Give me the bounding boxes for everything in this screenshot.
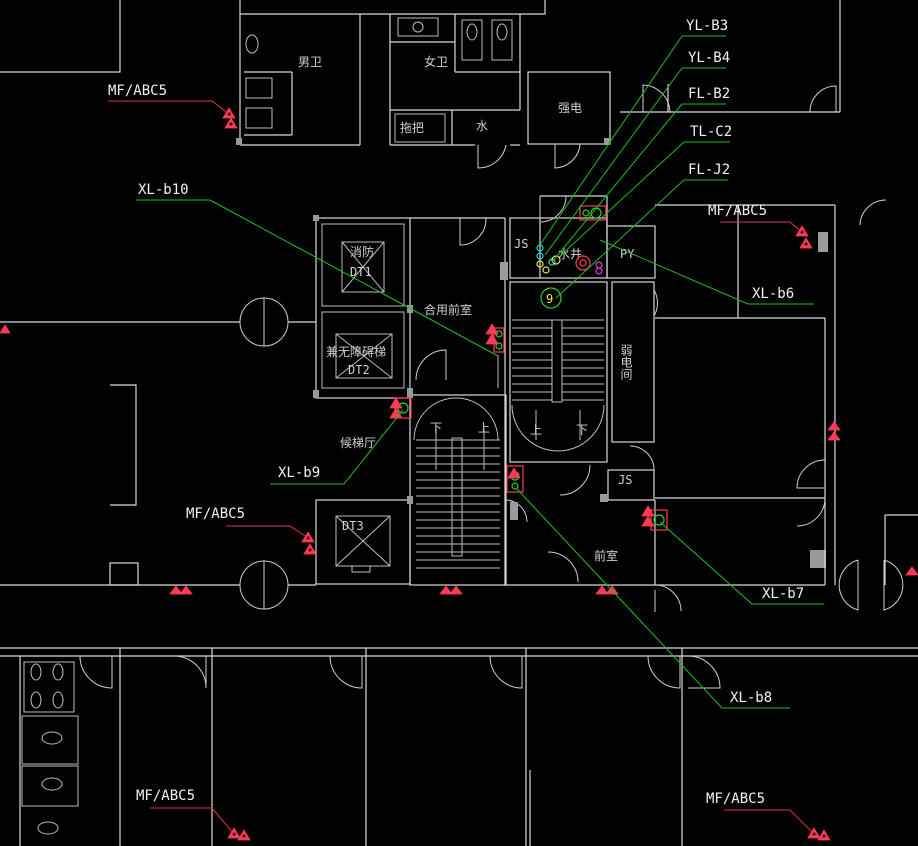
room-label-mens-wc: 男卫 [298, 55, 322, 69]
bottom-rooms-walls [0, 647, 918, 846]
label-xl-b6: XL-b6 [752, 286, 794, 302]
room-label-elevator-hall: 候梯厅 [340, 436, 376, 450]
stair-label-down-right: 下 [576, 423, 588, 437]
riser-number: 9 [546, 292, 553, 306]
extinguisher-right-wall [827, 421, 841, 441]
label-mf-top-right: MF/ABC5 [708, 203, 767, 219]
left-wing-walls [0, 297, 316, 610]
room-labels: 男卫 女卫 强电 拖把 水 消防 DT1 合用前室 兼无障碍梯 DT2 候梯厅 … [298, 54, 635, 563]
label-xl-b9: XL-b9 [278, 465, 320, 481]
stair-label-up-left: 上 [478, 421, 490, 435]
room-label-mop: 拖把 [400, 121, 424, 135]
room-label-js-top: JS [514, 237, 528, 251]
room-label-anteroom: 前室 [594, 548, 618, 563]
extinguisher-bottom-left [227, 827, 251, 841]
room-label-accessible-elevator: 兼无障碍梯 [326, 344, 386, 359]
label-fl-b2: FL-B2 [688, 86, 730, 102]
room-label-weak-elec: 弱电间 [619, 344, 633, 380]
extinguisher-left-edge [0, 324, 11, 334]
extinguisher-mid-left [301, 531, 317, 555]
extinguisher-near-b10 [485, 323, 499, 345]
label-tl-c2: TL-C2 [690, 124, 732, 140]
extinguishers [0, 107, 918, 841]
room-label-fire-elevator: 消防 [350, 244, 374, 259]
extinguisher-near-b7 [641, 505, 655, 527]
stair-label-up-right: 上 [530, 423, 542, 437]
label-xl-b10: XL-b10 [138, 182, 189, 198]
extinguisher-near-hall [389, 397, 403, 419]
room-label-dt2: DT2 [348, 363, 370, 377]
right-wing-walls [654, 199, 918, 612]
pipe-risers: 9 [536, 205, 607, 309]
label-mf-top-left: MF/ABC5 [108, 83, 167, 99]
extinguisher-top-right [795, 225, 813, 249]
room-label-dt1: DT1 [350, 265, 372, 279]
extinguisher-bottom-corridor-1 [169, 585, 193, 595]
room-label-strong-elec: 强电 [558, 101, 582, 115]
hydrant-cabinets [394, 327, 668, 531]
label-xl-b7: XL-b7 [762, 586, 804, 602]
stair-treads-left [416, 439, 500, 569]
label-mf-bottom-left: MF/ABC5 [136, 788, 195, 804]
hydrant-cabinet-b7 [650, 509, 668, 531]
extinguisher-top-left [222, 107, 238, 129]
extinguisher-right-corridor [905, 566, 918, 576]
room-label-shaft: 水井 [558, 247, 582, 261]
washroom-block-walls [0, 0, 841, 169]
room-label-water: 水 [476, 119, 488, 133]
label-xl-b8: XL-b8 [730, 690, 772, 706]
room-label-womens-wc: 女卫 [424, 54, 448, 69]
stair-label-down-left: 下 [430, 421, 442, 435]
hydrant-cabinet-b10 [493, 327, 505, 388]
annotation-labels: YL-B3 YL-B4 FL-B2 TL-C2 FL-J2 XL-b10 XL-… [108, 18, 804, 807]
label-mf-bottom-right: MF/ABC5 [706, 791, 765, 807]
room-label-shared-anteroom: 合用前室 [424, 302, 472, 317]
room-label-dt3: DT3 [342, 519, 364, 533]
label-fl-j2: FL-J2 [688, 162, 730, 178]
label-mf-mid-left: MF/ABC5 [186, 506, 245, 522]
extinguisher-bottom-right [807, 827, 831, 841]
label-yl-b4: YL-B4 [688, 50, 730, 66]
leader-lines [108, 35, 824, 835]
room-label-js-bottom: JS [618, 473, 632, 487]
label-yl-b3: YL-B3 [686, 18, 728, 34]
extinguisher-near-b8 [507, 467, 521, 479]
riser-circle [540, 287, 562, 309]
extinguisher-bottom-corridor-2 [439, 585, 463, 595]
